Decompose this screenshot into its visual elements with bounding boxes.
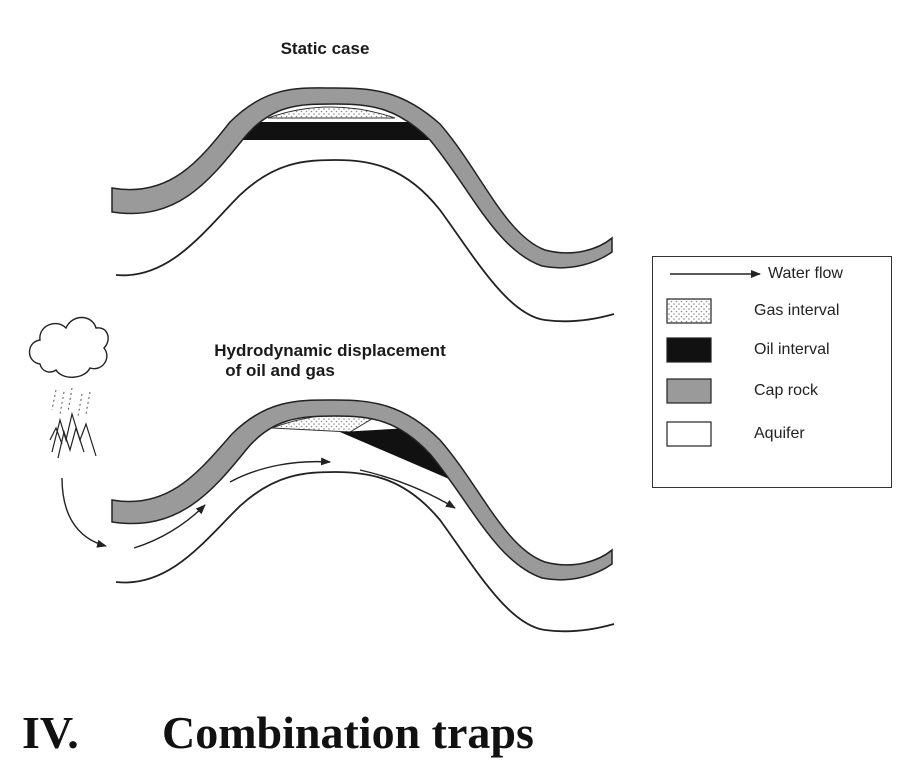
mountains-icon — [49, 411, 97, 459]
legend-gas-label: Gas interval — [754, 302, 840, 319]
static-cap-rock — [111, 87, 613, 269]
static-case-title: Static case — [280, 39, 370, 58]
static-aquifer-line — [115, 159, 615, 323]
hydrodynamic-anticline — [61, 399, 615, 633]
legend-box — [652, 256, 892, 488]
hydro-cap-rock — [111, 399, 613, 581]
legend-aquifer-swatch — [666, 421, 712, 447]
static-gas-interval — [267, 106, 396, 119]
section-number: IV. — [22, 707, 79, 758]
legend-cap-rock-label: Cap rock — [754, 382, 819, 399]
legend-oil-label: Oil interval — [754, 341, 830, 358]
legend-cap-rock-swatch — [666, 378, 712, 404]
hydrodynamic-title-line1: Hydrodynamic displacement — [214, 341, 446, 360]
legend-aquifer-label: Aquifer — [754, 425, 805, 442]
flow-arrow-2 — [229, 457, 331, 483]
static-case-anticline — [111, 87, 615, 323]
flow-arrow-3 — [359, 469, 456, 509]
hydro-aquifer-line — [115, 471, 615, 633]
rain-icon — [51, 387, 91, 417]
recharge-arrow — [61, 477, 107, 548]
rain-cloud-icon — [28, 316, 109, 378]
legend-water-flow-label: Water flow — [768, 265, 843, 282]
section-title: Combination traps — [162, 707, 534, 758]
hydro-oil-interval — [340, 428, 470, 488]
section-heading: IV. Combination traps — [22, 706, 534, 759]
legend-symbols — [666, 270, 761, 447]
hydrodynamic-title-line2: of oil and gas — [225, 361, 335, 380]
legend-oil-swatch — [666, 337, 712, 363]
static-oil-interval — [232, 122, 440, 140]
legend-gas-swatch — [666, 298, 712, 324]
flow-arrow-1 — [133, 504, 206, 549]
